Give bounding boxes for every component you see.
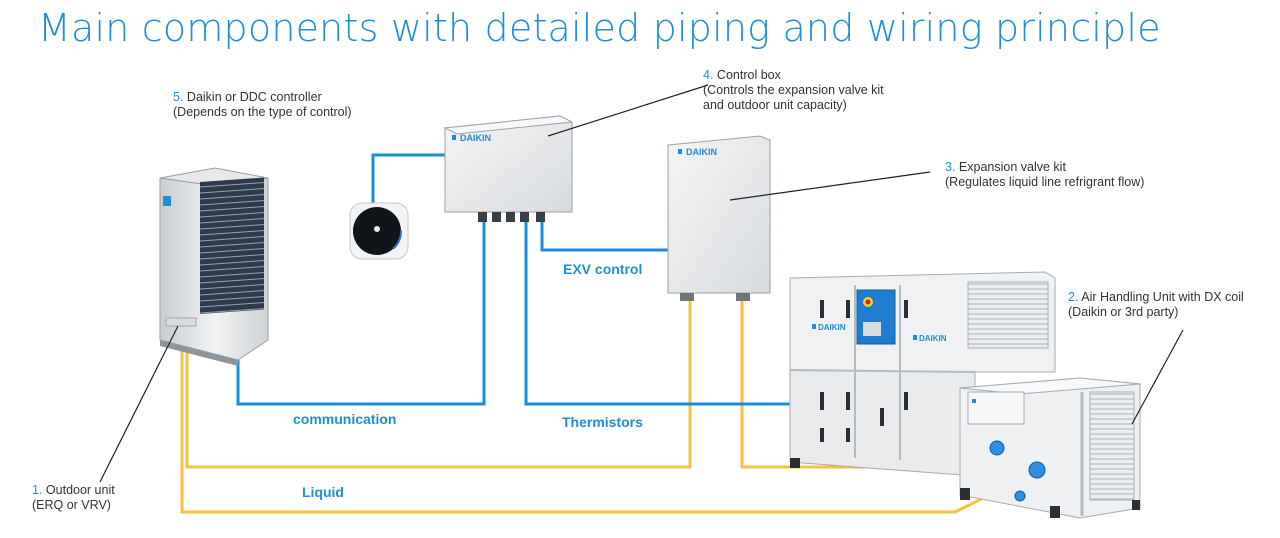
label-2-line2: (Daikin or 3rd party) [1068,305,1179,319]
exv-control-label: EXV control [563,261,643,277]
label-5-line2: (Depends on the type of control) [173,105,352,119]
label-4-number: 4. [703,68,714,82]
ahu-brand-left: DAIKIN [818,323,846,332]
outdoor-unit [159,167,269,366]
label-2-number: 2. [1068,290,1079,304]
controller-device [349,202,409,260]
control-box: DAIKIN [443,115,574,222]
label-outdoor-unit: 1. Outdoor unit (ERQ or VRV) [32,483,115,513]
label-expansion-valve-kit: 3. Expansion valve kit (Regulates liquid… [945,160,1144,190]
label-1-line2: (ERQ or VRV) [32,498,111,512]
label-control-box: 4. Control box (Controls the expansion v… [703,68,884,113]
label-3-number: 3. [945,160,956,174]
expansion-valve-kit: DAIKIN [667,135,771,301]
label-2-line1: Air Handling Unit with DX coil [1081,290,1244,304]
label-5-number: 5. [173,90,184,104]
leader-lines [99,84,1184,483]
thermistors-label: Thermistors [562,414,643,430]
ahu-brand-right: DAIKIN [919,334,947,343]
label-4-line3: and outdoor unit capacity) [703,98,847,112]
label-4-line2: (Controls the expansion valve kit [703,83,884,97]
page-title: Main components with detailed piping and… [38,6,1161,50]
label-daikin-ddc-controller: 5. Daikin or DDC controller (Depends on … [173,90,352,120]
label-4-line1: Control box [716,68,781,82]
label-5-line1: Daikin or DDC controller [186,90,322,104]
liquid-label: Liquid [302,484,344,500]
valve-kit-brand: DAIKIN [686,147,717,157]
label-1-line1: Outdoor unit [45,483,115,497]
air-handling-unit: DAIKIN DAIKIN [789,271,1141,519]
label-3-line1: Expansion valve kit [958,160,1066,174]
label-3-line2: (Regulates liquid line refrigrant flow) [945,175,1145,189]
label-air-handling-unit: 2. Air Handling Unit with DX coil (Daiki… [1068,290,1244,320]
label-1-number: 1. [32,483,43,497]
communication-label: communication [293,411,397,427]
control-box-brand: DAIKIN [460,133,491,143]
